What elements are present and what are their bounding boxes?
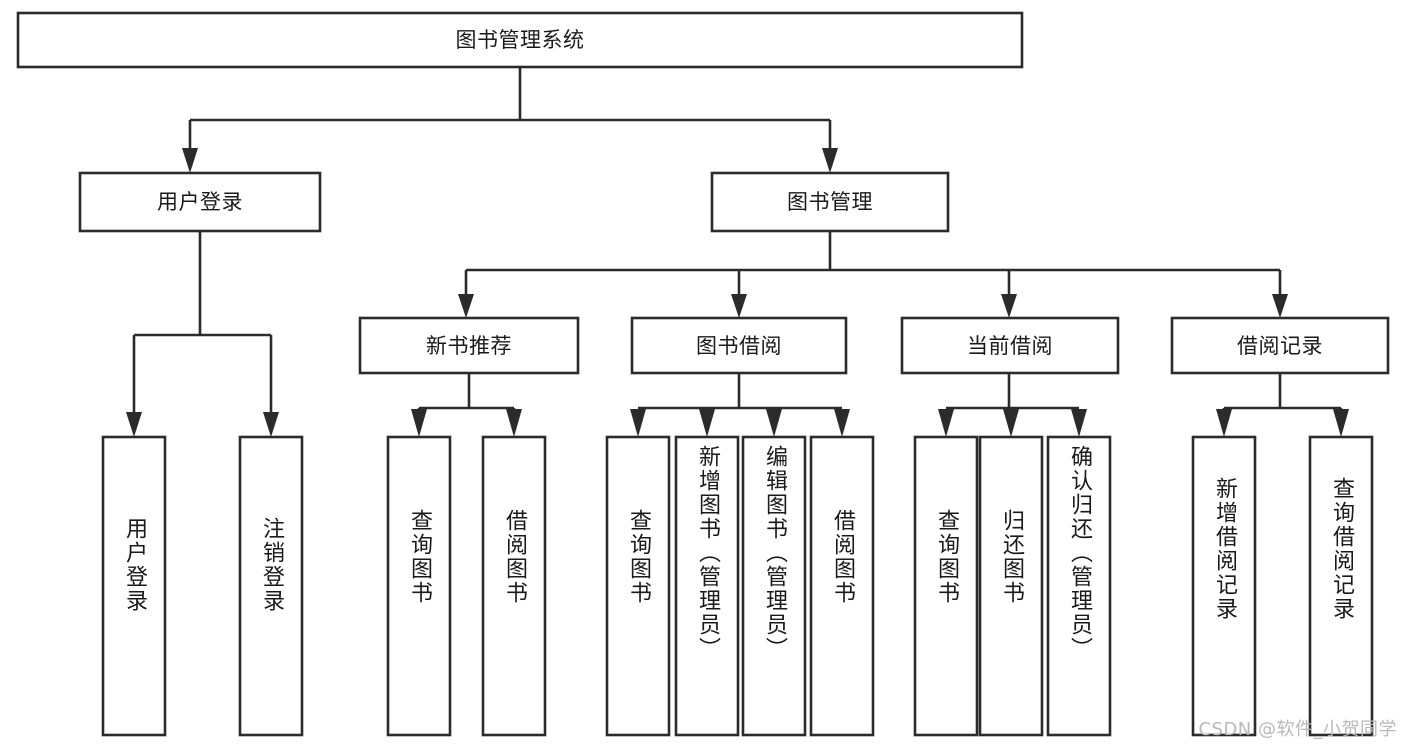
leaf-boxes: [101, 435, 1374, 737]
node-book-borrow-label: 图书借阅: [696, 334, 782, 358]
leaf-box-borrow-book-rec[interactable]: [481, 435, 547, 737]
node-root-box[interactable]: [16, 11, 1024, 69]
node-user-login[interactable]: 用户登录: [78, 171, 322, 233]
node-root-label: 图书管理系统: [456, 28, 585, 52]
connector-bookborrow-to-leaves: [630, 373, 850, 437]
arrow-head-icon: [1001, 294, 1017, 318]
arrow-head-icon: [126, 412, 142, 437]
leaf-box-user-logout[interactable]: [238, 435, 304, 737]
arrow-head-icon: [938, 409, 954, 437]
node-user-login-label: 用户登录: [157, 190, 243, 214]
node-borrow-record-label: 借阅记录: [1237, 334, 1323, 358]
leaf-box-query-book-rec[interactable]: [386, 435, 452, 737]
node-borrow-record-box[interactable]: [1170, 316, 1390, 375]
arrow-head-icon: [1071, 409, 1087, 437]
node-book-borrow[interactable]: 图书借阅: [630, 316, 848, 375]
node-user-login-box[interactable]: [78, 171, 322, 233]
node-book-borrow-box[interactable]: [630, 316, 848, 375]
connector-borrowrecord-to-leaves: [1216, 373, 1349, 437]
arrow-head-icon: [834, 409, 850, 437]
connector-newbook-to-leaves: [411, 373, 522, 437]
node-current-borrow[interactable]: 当前借阅: [900, 316, 1120, 375]
arrow-head-icon: [766, 409, 782, 437]
node-book-manage[interactable]: 图书管理: [710, 171, 950, 233]
leaf-box-user-login[interactable]: [101, 435, 167, 737]
arrow-head-icon: [1216, 409, 1232, 437]
leaf-box-query-book-bor[interactable]: [605, 435, 671, 737]
arrow-head-icon: [411, 409, 427, 437]
leaf-box-add-borrow-record[interactable]: [1191, 435, 1257, 737]
leaf-box-add-book-admin[interactable]: [674, 435, 740, 737]
arrow-head-icon: [182, 148, 198, 173]
arrow-head-icon: [458, 294, 474, 318]
node-book-manage-box[interactable]: [710, 171, 950, 233]
connector-currentborrow-to-leaves: [938, 373, 1087, 437]
arrow-head-icon: [1272, 294, 1288, 318]
watermark-label: CSDN @软件_小贺同学: [1198, 719, 1397, 740]
node-current-borrow-box[interactable]: [900, 316, 1120, 375]
arrow-head-icon: [263, 412, 279, 437]
node-new-book-recommend-label: 新书推荐: [426, 334, 512, 358]
arrow-head-icon: [1333, 409, 1349, 437]
arrow-head-icon: [822, 148, 838, 173]
node-root[interactable]: 图书管理系统: [16, 11, 1024, 69]
connector-bookmanage-to-level3: [458, 231, 1288, 318]
node-new-book-recommend-box[interactable]: [358, 316, 580, 375]
leaf-box-query-borrow-record[interactable]: [1308, 435, 1374, 737]
node-borrow-record[interactable]: 借阅记录: [1170, 316, 1390, 375]
connector-userlogin-to-leaves: [126, 231, 279, 437]
arrow-head-icon: [699, 409, 715, 437]
arrow-head-icon: [630, 409, 646, 437]
arrow-head-icon: [506, 409, 522, 437]
node-new-book-recommend[interactable]: 新书推荐: [358, 316, 580, 375]
leaf-box-return-book[interactable]: [978, 435, 1044, 737]
leaf-box-edit-book-admin[interactable]: [741, 435, 807, 737]
leaf-box-query-book-cur[interactable]: [913, 435, 979, 737]
connector-root-to-level2: [182, 67, 838, 173]
node-book-manage-label: 图书管理: [787, 190, 873, 214]
node-current-borrow-label: 当前借阅: [967, 334, 1053, 358]
arrow-head-icon: [731, 294, 747, 318]
leaf-box-confirm-return-admin[interactable]: [1046, 435, 1112, 737]
leaf-box-borrow-book-bor[interactable]: [809, 435, 875, 737]
arrow-head-icon: [1003, 409, 1019, 437]
